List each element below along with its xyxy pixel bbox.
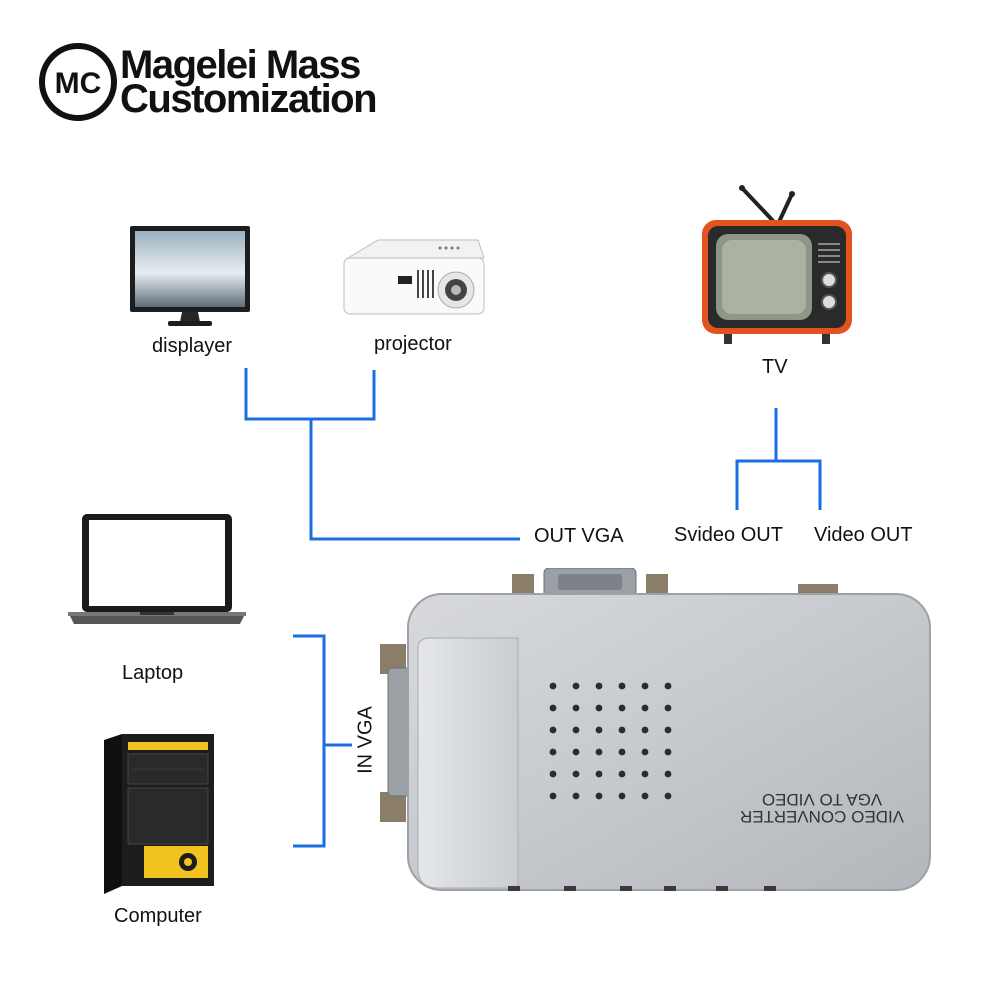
label-video-out: Video OUT [814,524,913,546]
label-projector: projector [374,333,452,355]
wire-displayer [244,368,376,421]
brand-name-line2: Customization [120,77,378,121]
laptop-icon [68,514,246,624]
brand-logo: MC [38,42,118,122]
converter-print-line2: VGA TO VIDEO [762,790,882,809]
label-in-vga: IN VGA [354,706,377,774]
vent-grid [549,682,672,800]
wire-out-vga [309,419,520,541]
logo-initials: MC [55,67,102,100]
converter-box: VIDEO CONVERTER VGA TO VIDEO [380,568,931,891]
wire-tv-split [735,459,822,510]
brand-name-line1: Magelei Mass [120,43,361,87]
top-port-left [512,574,534,598]
label-laptop: Laptop [122,662,184,684]
label-displayer: displayer [152,335,233,357]
projector-icon [343,239,485,315]
converter-print-line1: VIDEO CONVERTER [740,807,904,826]
top-port-right [646,574,668,598]
monitor-icon [130,226,250,326]
label-svideo-out: Svideo OUT [674,524,783,546]
mc-logo-icon: MC [39,43,117,121]
label-computer: Computer [114,905,202,927]
wire-in-vga-bracket [293,634,326,848]
label-tv: TV [762,356,788,378]
computer-icon [104,734,214,894]
label-out-vga: OUT VGA [534,525,624,547]
tv-icon [702,185,852,344]
